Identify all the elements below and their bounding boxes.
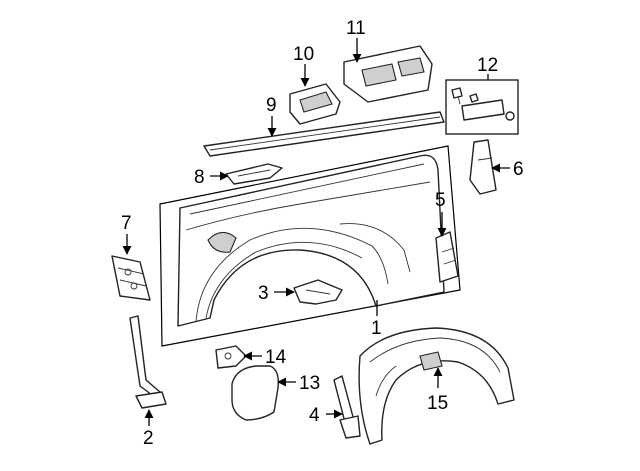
bracket-4: [333, 375, 361, 439]
fuel-door-13: [231, 365, 280, 421]
hardware-kit-12: [451, 87, 515, 121]
stake-pocket-11: [343, 45, 433, 103]
callout-labels: 1 2 3 4 5 6 7 8 9 10 11 12 13 14 15: [121, 18, 524, 449]
callout-15: 15: [427, 393, 448, 414]
rail-cap-9: [203, 111, 445, 157]
bracket-3: [293, 279, 343, 305]
callout-7: 7: [121, 213, 132, 234]
callout-10: 10: [293, 44, 314, 65]
callout-14: 14: [265, 347, 287, 368]
callout-13: 13: [299, 373, 320, 394]
bracket-8: [225, 163, 283, 185]
plate-7: [111, 255, 151, 301]
reinforcement-5: [435, 231, 459, 283]
callout-2: 2: [143, 428, 154, 449]
bracket-6: [469, 139, 497, 195]
support-rod: [129, 315, 167, 409]
latch-14: [215, 345, 247, 369]
callout-1: 1: [371, 318, 382, 339]
callout-6: 6: [513, 159, 524, 180]
pocket-10: [289, 83, 341, 125]
bed-side-panel: [177, 154, 445, 327]
callout-5: 5: [435, 190, 446, 211]
group-frame-12: [445, 79, 519, 135]
group-frame-1: [159, 145, 461, 347]
callout-9: 9: [266, 95, 277, 116]
callout-3: 3: [258, 283, 269, 304]
callout-leaders: [122, 38, 510, 426]
callout-4: 4: [309, 405, 320, 426]
callout-8: 8: [194, 167, 205, 188]
callout-11: 11: [346, 18, 366, 39]
callout-12: 12: [477, 55, 498, 76]
wheel-house-15: [358, 327, 515, 445]
